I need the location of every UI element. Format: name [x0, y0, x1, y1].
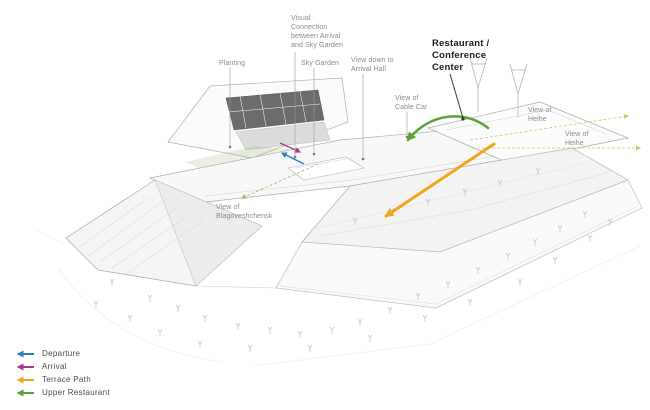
legend-item-upper-restaurant: Upper Restaurant	[10, 386, 110, 399]
arrival-arrow-icon	[16, 363, 34, 370]
leader-lines	[229, 52, 408, 158]
legend-label-arrival: Arrival	[42, 362, 67, 371]
terrain-contours	[35, 229, 641, 367]
restaurant-leader-line	[449, 73, 464, 119]
label-view-blagoveshchensk: View of Blagoveshchensk	[216, 204, 273, 221]
label-planting: Planting	[219, 60, 246, 67]
arrival-hall-skylight	[287, 156, 365, 181]
trees	[93, 167, 613, 352]
light-roof-panel	[235, 121, 331, 151]
label-view-heihe-lower: View of Heihe	[565, 131, 589, 148]
label-view-heihe-upper: View of Heihe	[528, 107, 552, 124]
blagoveshchensk-sightline	[241, 163, 319, 199]
sightlines	[241, 114, 641, 199]
cable-car-pylons	[469, 57, 528, 118]
label-restaurant-conference: Restaurant / Conference Center	[432, 38, 490, 73]
label-view-down-arrival: View down to Arrival Hall	[351, 57, 394, 74]
terrace-path-arrow	[384, 142, 496, 218]
leader-dots	[228, 117, 465, 161]
legend-item-departure: Departure	[10, 347, 110, 360]
dark-roof-panel	[225, 89, 325, 131]
legend-label-departure: Departure	[42, 349, 81, 358]
legend: Departure Arrival Terrace Path	[10, 347, 110, 399]
departure-arrow-icon	[16, 350, 34, 357]
legend-item-arrival: Arrival	[10, 360, 110, 373]
legend-label-terrace-path: Terrace Path	[42, 375, 91, 384]
heihe-sightline-upper	[469, 114, 629, 141]
legend-item-terrace-path: Terrace Path	[10, 373, 110, 386]
arrival-arrow	[279, 142, 302, 153]
label-visual-connection: Visual Connection between Arrival and Sk…	[291, 15, 343, 50]
label-sky-garden: Sky Garden	[301, 60, 339, 67]
restaurant-plate	[426, 101, 630, 163]
legend-label-upper-restaurant: Upper Restaurant	[42, 388, 110, 397]
label-view-cable-car: View of Cable Car	[395, 95, 428, 112]
left-wedge	[65, 179, 277, 289]
upper-restaurant-arrow	[406, 115, 490, 142]
upper-block	[167, 77, 349, 159]
departure-arrow	[280, 152, 305, 165]
circulation-arrows	[279, 115, 496, 218]
restaurant-leader-dot	[461, 117, 465, 121]
terrace-path-arrow-icon	[16, 376, 34, 383]
upper-restaurant-arrow-icon	[16, 389, 34, 396]
